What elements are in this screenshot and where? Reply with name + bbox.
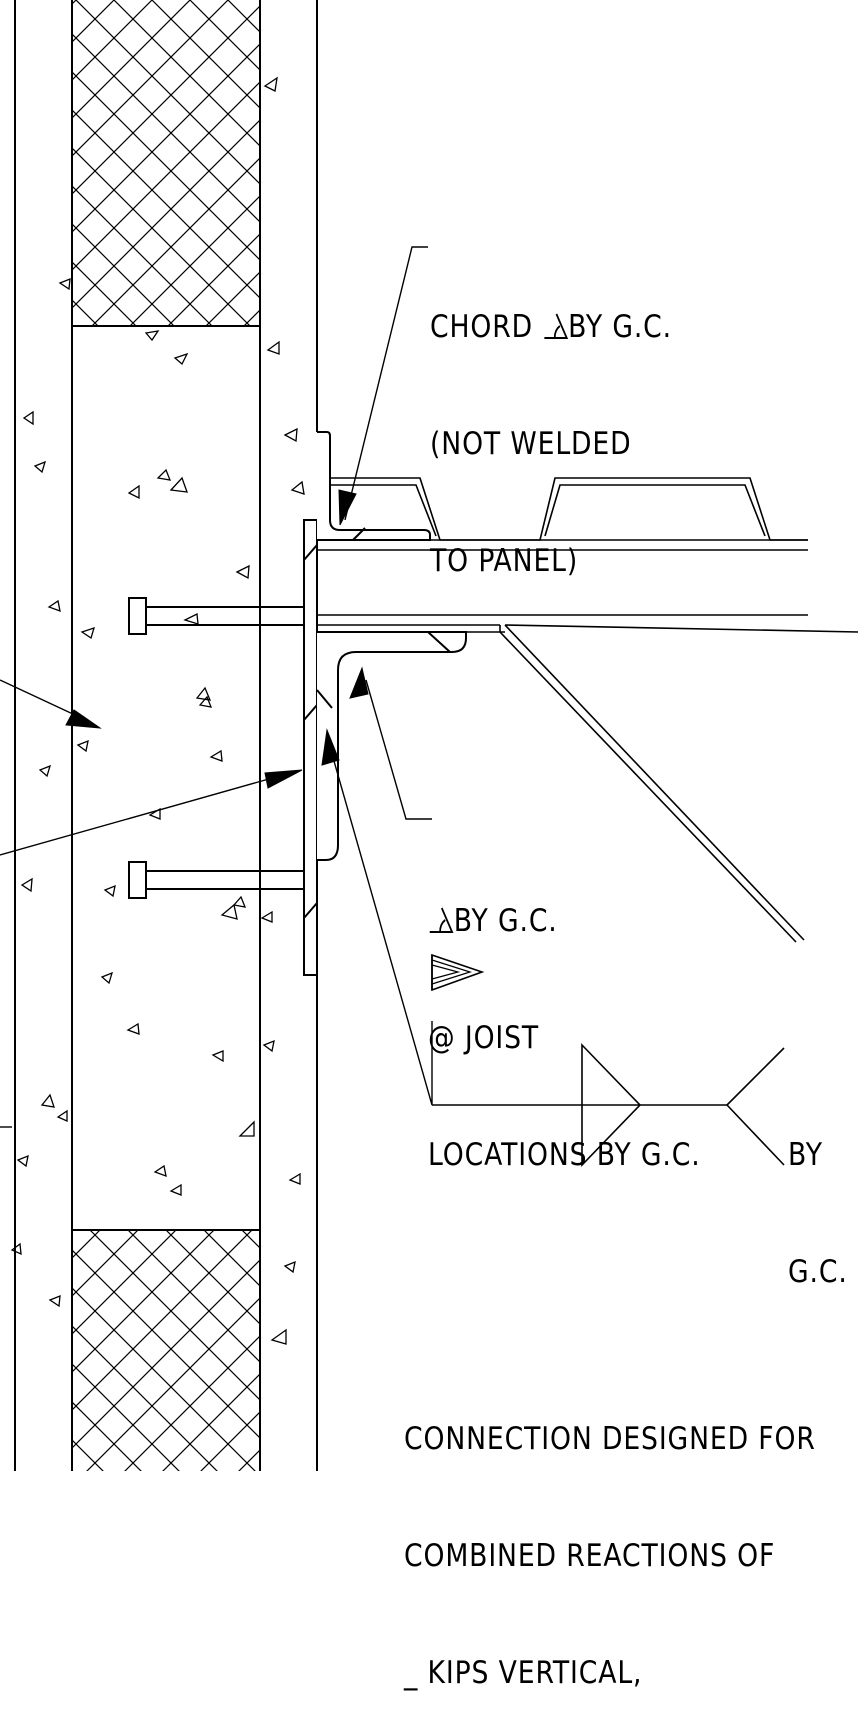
weld-by-note: BY G.C. bbox=[788, 1058, 848, 1331]
seat-angle bbox=[316, 631, 467, 861]
chord-note-line2: (NOT WELDED bbox=[430, 426, 632, 462]
weld-by-line1: BY bbox=[788, 1137, 823, 1173]
chord-note-line1: CHORD BY G.C. bbox=[430, 309, 672, 345]
leader-arrowheads bbox=[65, 489, 369, 789]
joist-note-line1: BY G.C. bbox=[428, 902, 701, 941]
plate-weld-marks bbox=[303, 544, 318, 919]
angle-icon bbox=[544, 313, 568, 339]
insulation-hatch-bottom bbox=[72, 1229, 260, 1471]
field-weld-flag-icon bbox=[431, 953, 485, 992]
connection-note-line1: CONNECTION DESIGNED FOR bbox=[404, 1421, 816, 1457]
metal-deck bbox=[330, 477, 808, 541]
insulation-hatch-top bbox=[72, 0, 260, 327]
joist-note-line3: LOCATIONS BY G.C. bbox=[428, 1137, 701, 1173]
weld-by-line2: G.C. bbox=[788, 1254, 848, 1290]
chord-angle-note: CHORD BY G.C. (NOT WELDED TO PANEL) bbox=[430, 230, 672, 620]
connection-note-line3: _ KIPS VERTICAL, bbox=[404, 1655, 643, 1691]
chord-angle bbox=[317, 431, 431, 541]
joist-top-chord bbox=[317, 539, 858, 943]
connection-note-line2: COMBINED REACTIONS OF bbox=[404, 1538, 776, 1574]
concrete-aggregate-marks bbox=[10, 76, 305, 1345]
leader-lines bbox=[0, 246, 433, 1128]
weld-symbol bbox=[431, 953, 785, 1167]
headed-stud-upper bbox=[128, 597, 304, 635]
connection-design-note: CONNECTION DESIGNED FOR COMBINED REACTIO… bbox=[404, 1342, 816, 1732]
chord-note-line3: TO PANEL) bbox=[430, 543, 579, 579]
connection-detail-drawing bbox=[0, 0, 858, 1471]
joist-note-line2: @ JOIST bbox=[428, 1020, 540, 1056]
angle-icon bbox=[429, 907, 454, 933]
joist-angle-note: BY G.C. @ JOIST LOCATIONS BY G.C. bbox=[428, 824, 701, 1214]
headed-stud-lower bbox=[128, 861, 304, 899]
